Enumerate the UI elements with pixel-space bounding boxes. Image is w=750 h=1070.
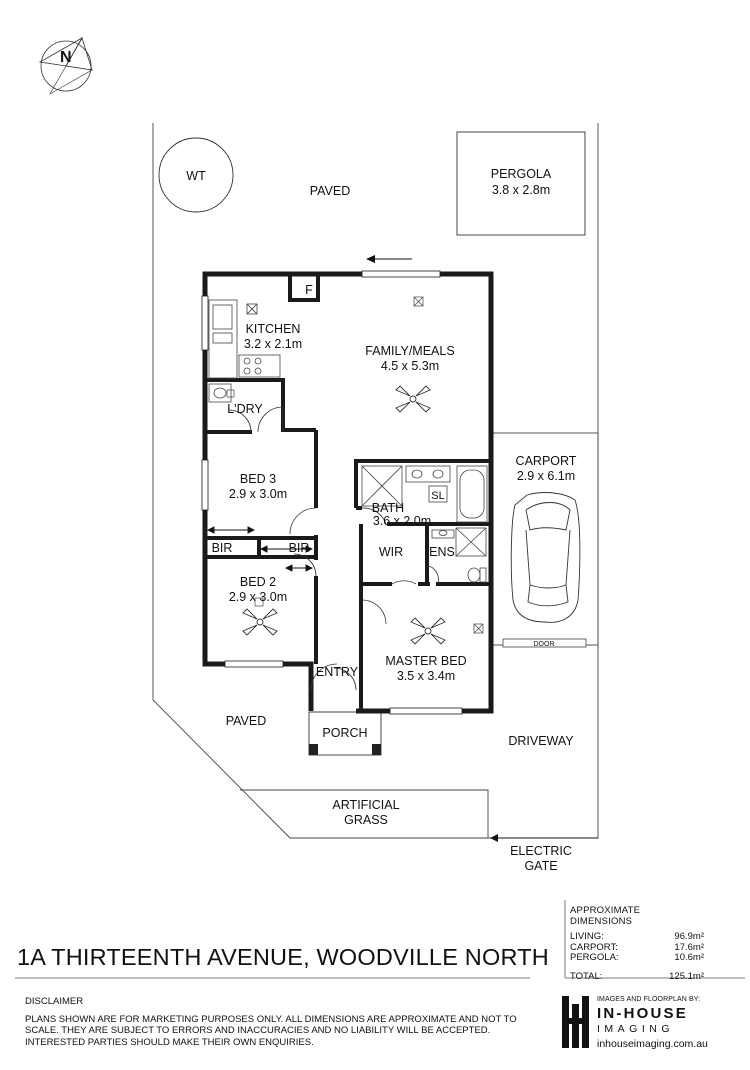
dims-pergola-label: PERGOLA: xyxy=(570,952,619,963)
dims-row-carport: CARPORT: 17.6m² xyxy=(570,941,704,954)
water-tank xyxy=(158,137,234,213)
wt-label: WT xyxy=(186,169,206,183)
brand-name: IN-HOUSE xyxy=(597,1005,688,1022)
grass-label-2: GRASS xyxy=(344,813,388,827)
in-house-logo-icon xyxy=(562,996,589,1048)
ens-label: ENS xyxy=(429,545,455,559)
sl-label: SL xyxy=(431,490,444,502)
pergola-name: PERGOLA xyxy=(491,167,552,181)
bed3-size: 2.9 x 3.0m xyxy=(229,487,287,501)
gate-label-1: ELECTRIC xyxy=(510,844,572,858)
bed2-window xyxy=(224,660,284,668)
pergola-outline xyxy=(456,131,586,236)
kitchen-size: 3.2 x 2.1m xyxy=(244,337,302,351)
ceiling-fan-master-icon xyxy=(410,617,446,645)
dims-row-living: LIVING: 96.9m² xyxy=(570,931,704,943)
disclaimer-text: PLANS SHOWN ARE FOR MARKETING PURPOSES O… xyxy=(25,1013,517,1048)
laundry-label: L'DRY xyxy=(227,402,263,416)
north-compass: N xyxy=(38,36,93,95)
bath-size: 3.6 x 2.0m xyxy=(373,514,431,528)
kitchen-fixtures xyxy=(208,299,281,403)
carport-name: CARPORT xyxy=(516,454,577,468)
bir-left-label: BIR xyxy=(212,541,233,555)
door-swings xyxy=(228,406,439,691)
porch-outline xyxy=(308,711,382,756)
paved-bottom-label: PAVED xyxy=(226,714,267,728)
porch-post-left xyxy=(309,744,318,755)
master-size: 3.5 x 3.4m xyxy=(397,669,455,683)
credit-block: IMAGES AND FLOORPLAN BY: IN-HOUSE IMAGIN… xyxy=(560,992,730,1052)
north-label: N xyxy=(60,49,72,66)
porch-post-right xyxy=(372,744,381,755)
bir-arrows xyxy=(206,526,314,572)
gate-label-2: GATE xyxy=(524,859,557,873)
dims-title: APPROXIMATE DIMENSIONS xyxy=(570,905,641,927)
light-icons xyxy=(226,296,484,634)
website-link[interactable]: inhouseimaging.com.au xyxy=(597,1038,708,1050)
gate-arrow-icon xyxy=(490,834,598,842)
car-icon xyxy=(510,492,581,623)
paved-top-label: PAVED xyxy=(310,184,351,198)
bed2-size: 2.9 x 3.0m xyxy=(229,590,287,604)
ceiling-fan-bed2-icon xyxy=(242,608,278,636)
bed2-name: BED 2 xyxy=(240,575,276,589)
dims-carport-label: CARPORT: xyxy=(570,941,618,953)
family-name: FAMILY/MEALS xyxy=(365,344,454,358)
bath-fixtures xyxy=(361,465,488,583)
interior-walls xyxy=(205,274,491,711)
bed3-window xyxy=(201,459,209,511)
bath-name: BATH xyxy=(372,501,404,515)
porch-label: PORCH xyxy=(322,726,367,740)
dims-row-pergola: PERGOLA: 10.6m² xyxy=(570,952,704,964)
bed3-name: BED 3 xyxy=(240,472,276,486)
kitchen-window xyxy=(201,295,209,351)
dims-total-value: 125.1m² xyxy=(669,970,704,982)
approximate-dimensions: APPROXIMATE DIMENSIONS LIVING: 96.9m² CA… xyxy=(570,905,704,982)
credit-line: IMAGES AND FLOORPLAN BY: xyxy=(597,996,701,1003)
door-label: DOOR xyxy=(534,641,555,648)
brand-subname: IMAGING xyxy=(597,1023,675,1035)
entry-label: ENTRY xyxy=(316,665,359,679)
rear-sliding-door xyxy=(361,270,441,278)
pergola-size: 3.8 x 2.8m xyxy=(492,183,550,197)
master-name: MASTER BED xyxy=(385,654,466,668)
dims-living-value: 96.9m² xyxy=(674,931,704,942)
property-address: 1A THIRTEENTH AVENUE, WOODVILLE NORTH xyxy=(17,944,549,970)
wir-label: WIR xyxy=(379,545,403,559)
dims-living-label: LIVING: xyxy=(570,931,604,942)
dims-row-total: TOTAL: 125.1m² xyxy=(570,970,704,983)
dims-total-label: TOTAL: xyxy=(570,970,603,982)
fridge-label: F xyxy=(305,283,313,297)
garage-door xyxy=(502,638,587,648)
bir-right-label: BIR xyxy=(289,541,310,555)
disclaimer: DISCLAIMER PLANS SHOWN ARE FOR MARKETING… xyxy=(25,996,525,1048)
grass-outline xyxy=(240,789,489,839)
kitchen-name: KITCHEN xyxy=(246,322,301,336)
master-window xyxy=(389,707,463,715)
ceiling-fan-family-icon xyxy=(395,385,431,413)
disclaimer-title: DISCLAIMER xyxy=(25,996,84,1007)
driveway-label: DRIVEWAY xyxy=(508,734,574,748)
dims-carport-value: 17.6m² xyxy=(674,941,704,953)
dims-pergola-value: 10.6m² xyxy=(674,952,704,963)
family-size: 4.5 x 5.3m xyxy=(381,359,439,373)
carport-size: 2.9 x 6.1m xyxy=(517,469,575,483)
sliding-arrow-icon xyxy=(366,255,412,263)
grass-label-1: ARTIFICIAL xyxy=(332,798,399,812)
